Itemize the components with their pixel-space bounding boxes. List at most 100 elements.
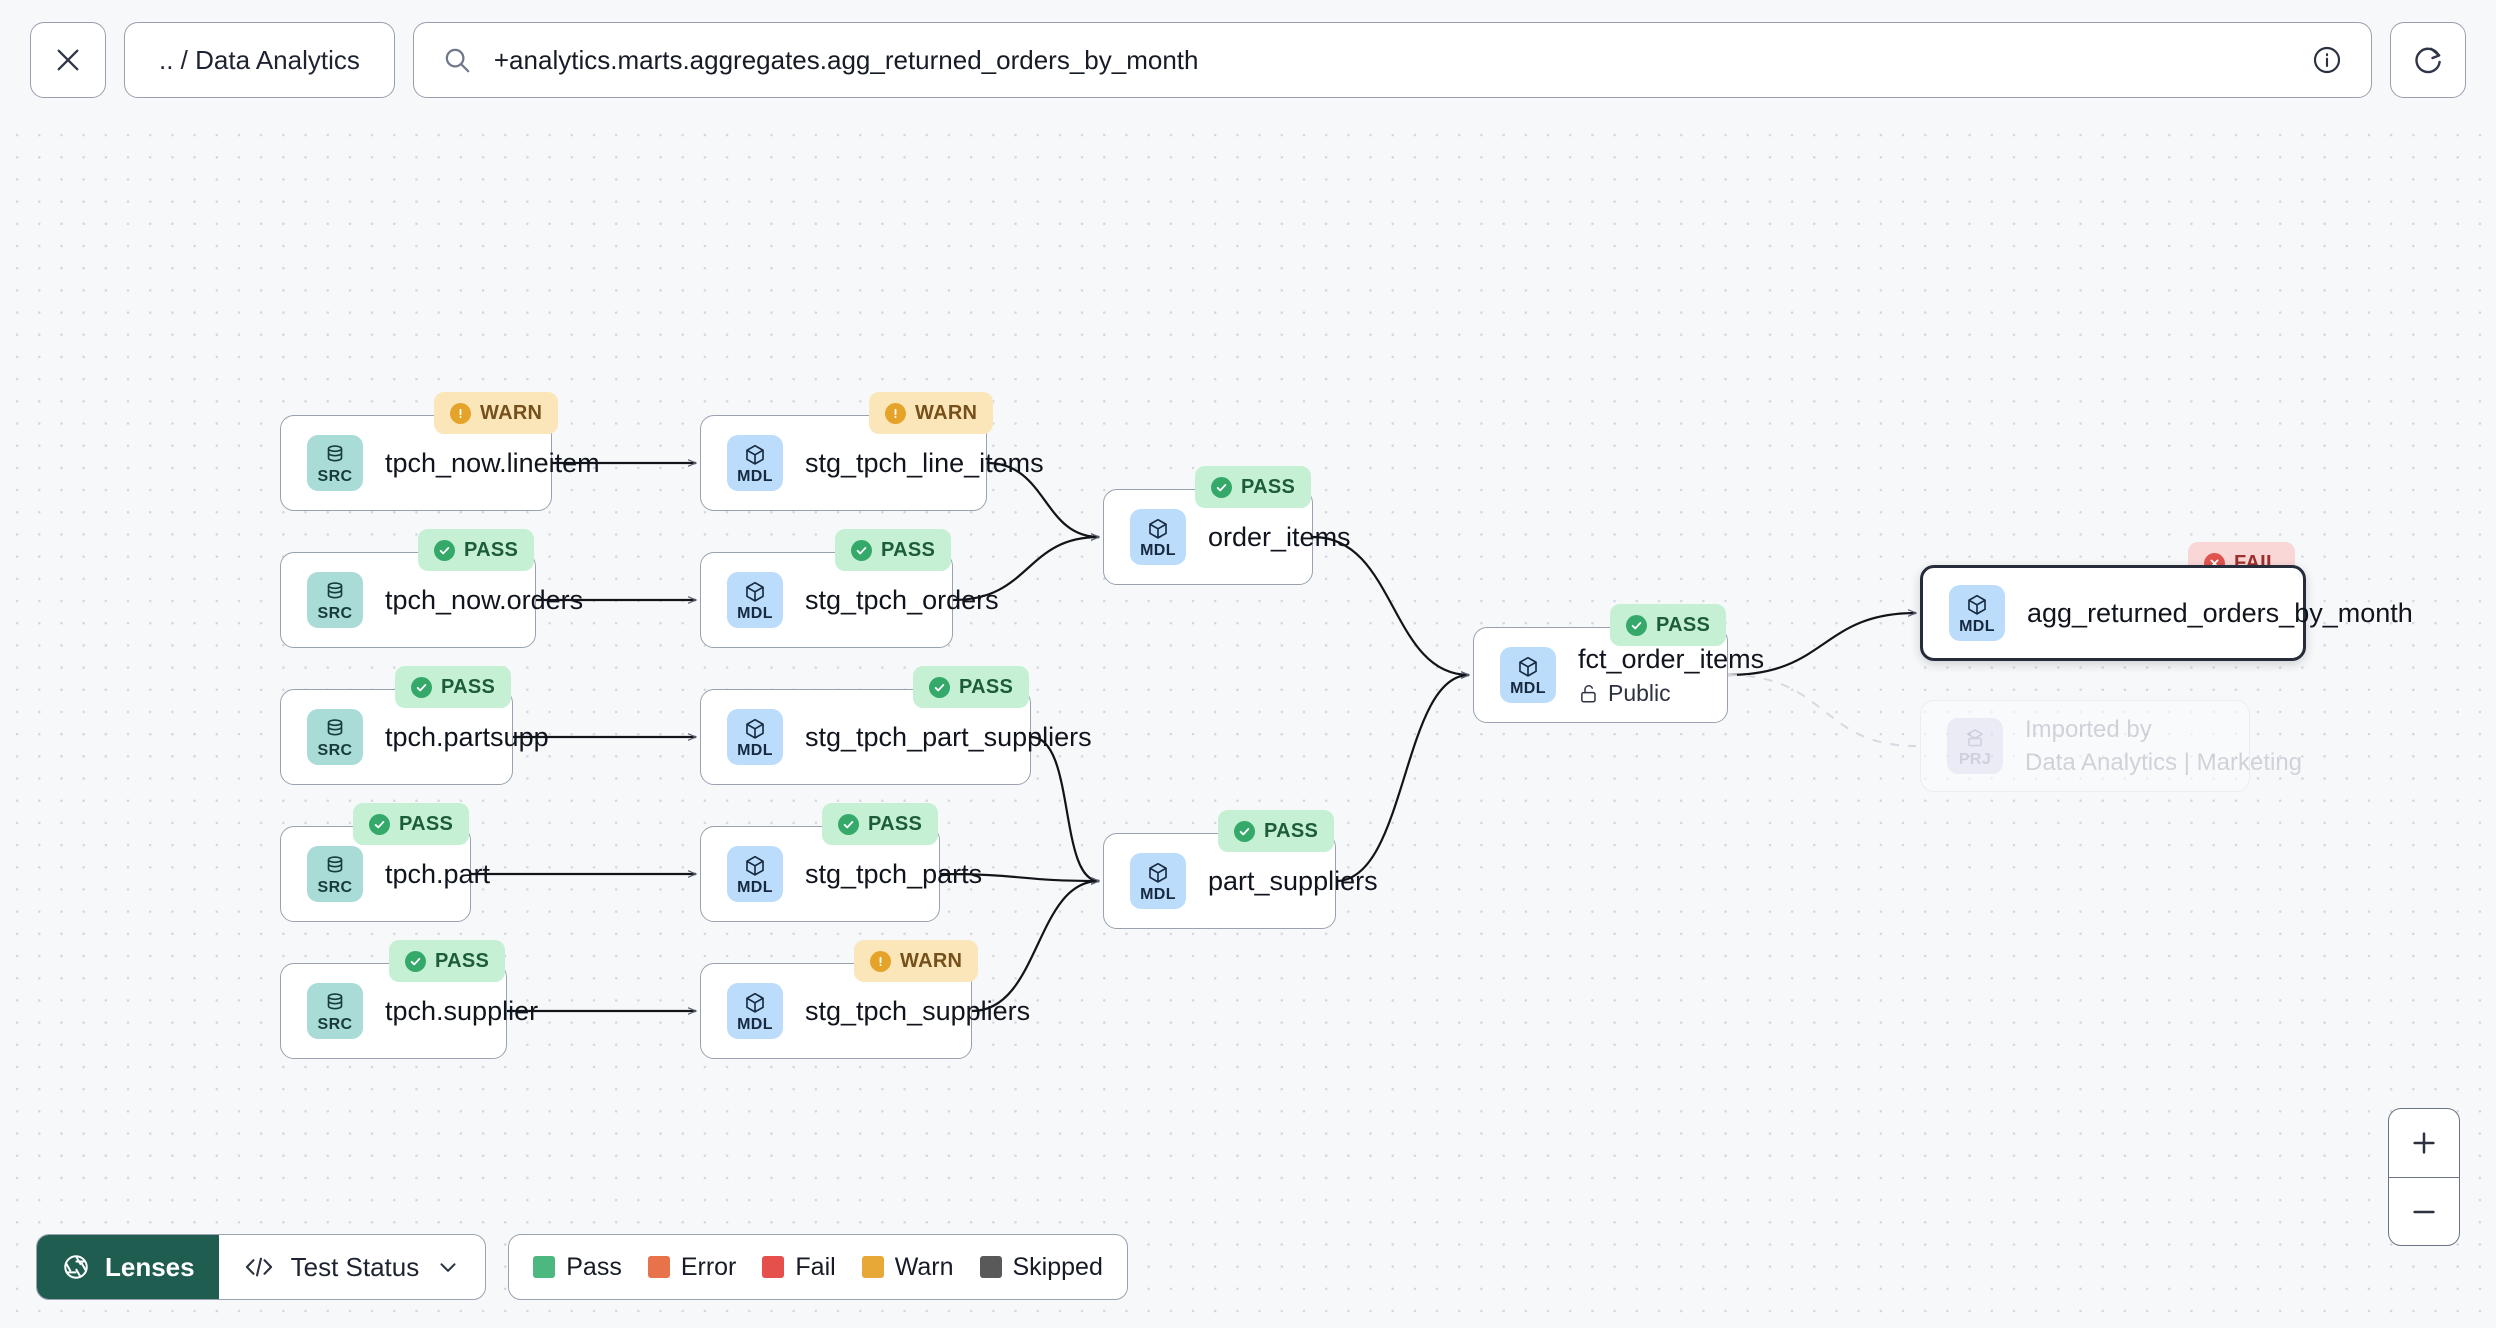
node-kind-label: MDL — [1510, 679, 1546, 697]
zoom-out-button[interactable] — [2389, 1177, 2459, 1245]
breadcrumb-button[interactable]: .. / Data Analytics — [124, 22, 395, 98]
status-label: PASS — [959, 675, 1014, 698]
node-label: tpch.part — [385, 858, 491, 889]
node-kind-badge-mdl: MDL — [1130, 509, 1186, 565]
status-label: PASS — [1656, 613, 1711, 636]
check-icon — [439, 546, 450, 554]
node-kind-label: MDL — [737, 741, 773, 759]
lenses-label: Lenses — [105, 1251, 195, 1282]
status-badge-pass: PASS — [395, 666, 512, 708]
status-badge-pass: PASS — [835, 529, 952, 571]
node-kind-label: SRC — [317, 741, 353, 759]
search-bar[interactable]: +analytics.marts.aggregates.agg_returned… — [412, 22, 2372, 98]
database-icon — [327, 718, 343, 735]
edge-stg_tpch_part_suppliers-to-part_suppliers — [1030, 735, 1099, 881]
node-text: tpch_now.lineitem — [385, 448, 600, 479]
exclamation-icon — [879, 956, 882, 966]
legend-item-pass[interactable]: Pass — [533, 1253, 622, 1282]
legend-label: Pass — [566, 1252, 622, 1281]
database-icon — [327, 855, 343, 872]
lineage-node-tpch_now_lineitem[interactable]: SRC tpch_now.lineitem — [280, 415, 600, 511]
cube-icon — [746, 581, 764, 602]
search-icon — [445, 48, 470, 73]
node-text: stg_tpch_part_suppliers — [805, 722, 1092, 753]
node-kind-badge-src: SRC — [307, 709, 363, 765]
status-dot — [838, 813, 859, 835]
status-dot — [885, 402, 906, 424]
edge-part_suppliers-to-fct_order_items — [1335, 675, 1469, 883]
search-input[interactable]: +analytics.marts.aggregates.agg_returned… — [493, 44, 1199, 75]
database-icon — [327, 444, 343, 461]
cube-icon — [746, 855, 764, 876]
status-dot — [851, 539, 872, 561]
lenses-button[interactable]: Lenses — [37, 1235, 219, 1299]
status-badge-pass: PASS — [822, 803, 939, 845]
status-label: PASS — [1241, 475, 1296, 498]
edge-order_items-to-fct_order_items — [1312, 535, 1469, 675]
status-dot — [450, 402, 471, 424]
status-label: WARN — [900, 949, 963, 972]
test-status-label: Test Status — [290, 1251, 420, 1282]
node-text: tpch.part — [385, 858, 491, 890]
lineage-node-stg_tpch_suppliers[interactable]: MDL stg_tpch_suppliers — [700, 963, 1030, 1059]
node-kind-label: MDL — [737, 1015, 773, 1033]
check-icon — [410, 957, 421, 965]
node-kind-badge-mdl: MDL — [727, 846, 783, 902]
zoom-controls — [2388, 1108, 2460, 1246]
legend-item-error[interactable]: Error — [647, 1253, 736, 1282]
node-kind-label: MDL — [737, 467, 773, 485]
check-icon — [843, 820, 854, 828]
legend-item-warn[interactable]: Warn — [861, 1252, 954, 1282]
node-kind-badge-mdl: MDL — [727, 709, 783, 765]
node-kind-label: MDL — [737, 604, 773, 622]
legend-label: Warn — [894, 1252, 954, 1281]
cube-icon — [1149, 518, 1167, 539]
status-badge-pass: PASS — [389, 940, 506, 982]
node-kind-badge-mdl: MDL — [727, 983, 783, 1039]
zoom-in-button[interactable] — [2389, 1109, 2459, 1177]
exclamation-icon — [894, 408, 897, 418]
status-badge-pass: PASS — [1610, 604, 1727, 646]
node-kind-label: SRC — [317, 1015, 353, 1033]
node-text: part_suppliers — [1208, 866, 1378, 897]
node-text: stg_tpch_line_items — [805, 448, 1044, 479]
close-button[interactable] — [30, 22, 106, 98]
test-status-select[interactable]: Test Status — [219, 1235, 486, 1299]
aperture-icon — [64, 1255, 88, 1279]
cube-icon — [746, 718, 764, 739]
node-kind-label: MDL — [737, 878, 773, 896]
legend-label: Skipped — [1012, 1252, 1103, 1281]
legend-swatch — [762, 1256, 785, 1278]
legend-item-skipped[interactable]: Skipped — [979, 1252, 1103, 1282]
node-label: tpch.supplier — [385, 995, 539, 1026]
edge-stg_tpch_line_items-to-order_items — [986, 461, 1099, 537]
node-text: stg_tpch_suppliers — [805, 996, 1030, 1027]
database-icon — [327, 992, 343, 1009]
refresh-button[interactable] — [2390, 22, 2466, 98]
info-icon[interactable] — [2311, 44, 2343, 76]
legend-item-fail[interactable]: Fail — [762, 1252, 836, 1282]
code-icon — [245, 1257, 272, 1277]
status-badge-warn: WARN — [854, 940, 979, 982]
status-label: PASS — [1264, 819, 1319, 842]
status-label: WARN — [480, 401, 543, 424]
legend-label: Fail — [795, 1252, 836, 1281]
edge-fct_order_items-to-agg_returned_orders_by_month — [1727, 613, 1916, 677]
check-icon — [1239, 827, 1250, 835]
check-icon — [934, 683, 945, 691]
node-sublabel-text: Public — [1608, 679, 1671, 706]
node-kind-label: SRC — [317, 467, 353, 485]
node-label: order_items — [1208, 521, 1351, 552]
legend-swatch — [979, 1256, 1002, 1278]
lineage-node-stg_tpch_line_items[interactable]: MDL stg_tpch_line_items — [700, 415, 1044, 511]
status-badge-pass: PASS — [418, 529, 535, 571]
node-text: agg_returned_orders_by_month — [2027, 598, 2413, 629]
node-kind-label: SRC — [317, 604, 353, 622]
breadcrumb-label: .. / Data Analytics — [159, 44, 360, 75]
